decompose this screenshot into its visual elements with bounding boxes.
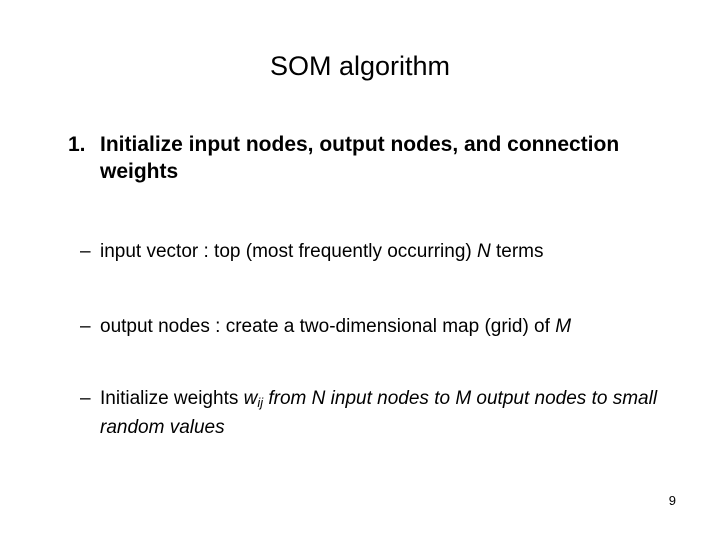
sub-bullet-tail-text: terms xyxy=(490,241,544,262)
sub-bullet-lead-text: input vector : top (most frequently occu… xyxy=(100,241,477,262)
math-variable-w-base: w xyxy=(243,388,258,409)
math-variable-n: N xyxy=(477,241,491,262)
dash-bullet-icon: – xyxy=(80,388,91,409)
dash-bullet-icon: – xyxy=(80,241,91,262)
numbered-item-text: Initialize input nodes, output nodes, an… xyxy=(100,133,620,183)
math-variable-w-subscript: ij xyxy=(257,394,264,410)
slide-body: 1. Initialize input nodes, output nodes, … xyxy=(68,131,688,440)
dash-bullet-icon: – xyxy=(80,316,91,337)
sub-bullet-input-vector: –input vector : top (most frequently occ… xyxy=(80,239,680,264)
sub-bullet-initialize-weights: –Initialize weights wij from N input nod… xyxy=(80,386,680,440)
list-number: 1. xyxy=(68,133,86,156)
numbered-list-item-1: 1. Initialize input nodes, output nodes, … xyxy=(68,131,688,185)
sub-bullet-output-nodes: –output nodes : create a two-dimensional… xyxy=(80,314,680,339)
math-variable-m: M xyxy=(555,316,572,337)
math-variable-w: wij xyxy=(243,388,264,410)
sub-bullet-tail-italic-text: from N input nodes to M output nodes to … xyxy=(100,388,658,438)
page-title: SOM algorithm xyxy=(269,51,451,81)
sub-bullet-lead-text: output nodes : create a two-dimensional … xyxy=(100,316,556,337)
sub-bullet-lead-text: Initialize weights xyxy=(100,388,244,409)
page-number: 9 xyxy=(668,493,676,508)
